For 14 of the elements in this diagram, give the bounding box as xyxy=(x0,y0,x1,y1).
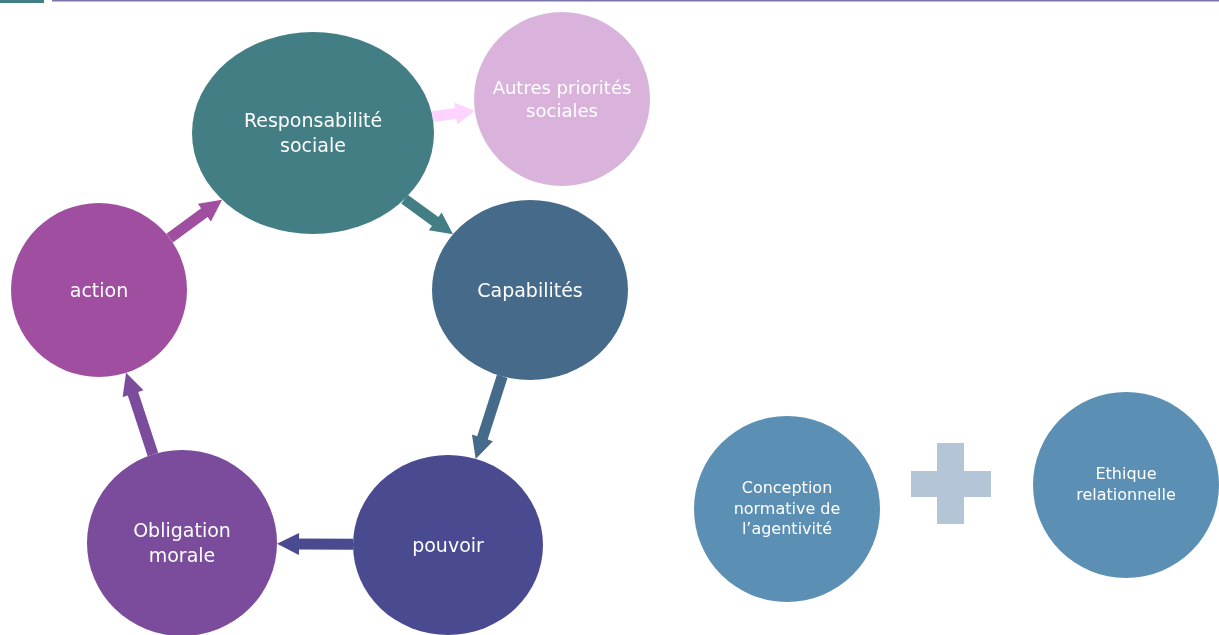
block-arrow xyxy=(431,102,475,125)
node-label: Ethique relationnelle xyxy=(1075,464,1177,506)
node-label: action xyxy=(69,277,129,303)
node-label: Responsabilité sociale xyxy=(242,108,384,158)
block-arrow xyxy=(122,372,159,457)
node-label: Conception normative de l’agentivité xyxy=(732,477,842,541)
node-label: Autres priorités sociales xyxy=(492,75,632,123)
node-label: Capabilités xyxy=(477,277,583,303)
block-arrow xyxy=(471,374,508,459)
node-label: Obligation morale xyxy=(132,518,232,568)
block-arrow xyxy=(166,199,223,243)
node-label: pouvoir xyxy=(412,532,484,558)
block-arrow xyxy=(277,532,353,555)
block-arrow xyxy=(401,194,453,235)
